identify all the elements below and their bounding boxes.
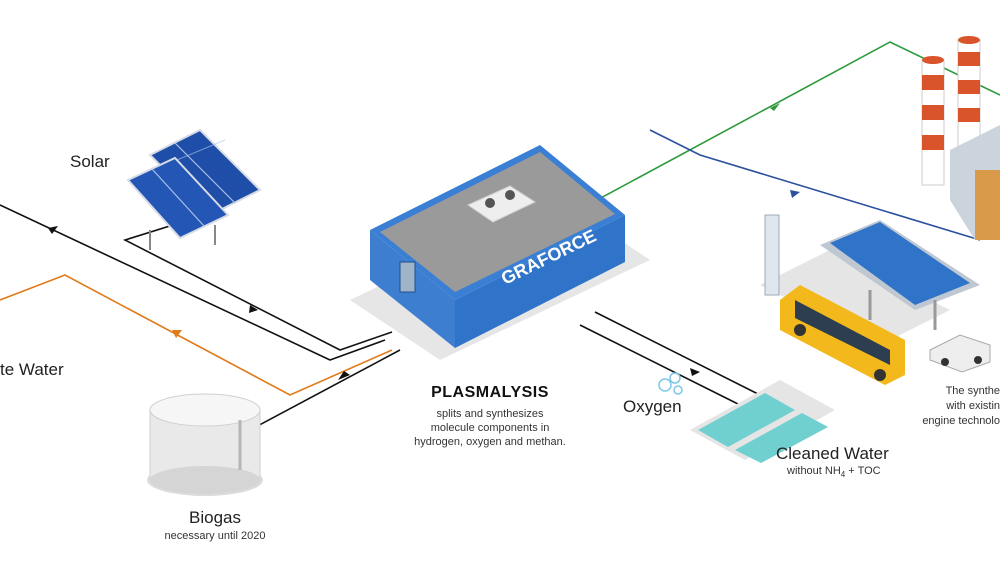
cleaned-water-basin <box>690 380 835 463</box>
cleaned-water-note-prefix: without NH <box>787 465 841 477</box>
biogas-arrow <box>338 371 350 380</box>
oxygen-bubbles-icon <box>658 372 683 395</box>
solar-flow-line <box>0 204 386 361</box>
biogas-line <box>249 349 401 431</box>
solar-panels <box>126 128 262 250</box>
biogas-label: Biogas <box>189 508 241 527</box>
bus <box>780 285 905 385</box>
gas-station <box>760 214 980 345</box>
water-arrow <box>690 368 700 376</box>
plasmalysis-desc-2: molecule components in <box>430 422 550 434</box>
cleaned-water-note: without NH4 + TOC <box>787 465 881 479</box>
plasmalysis-title: PLASMALYSIS <box>431 384 549 401</box>
waste-water-label: te Water <box>0 360 64 379</box>
plasmalysis-desc-1: splits and synthesizes <box>436 408 544 420</box>
solar-panel-arrow <box>249 305 258 313</box>
right-text-1: The synthe <box>945 385 1000 397</box>
waste-water-arrow <box>172 330 182 338</box>
oxygen-label: Oxygen <box>623 397 682 416</box>
water-line-2 <box>579 324 741 406</box>
methane-line-blue <box>649 129 981 241</box>
solar-label: Solar <box>70 152 110 171</box>
cleaned-water-note-suffix: + TOC <box>845 465 881 477</box>
car <box>929 334 991 373</box>
blue-arrow <box>790 190 800 198</box>
cleaned-water-label: Cleaned Water <box>776 444 889 463</box>
right-text-2: with existin <box>946 400 1000 412</box>
plasmalysis-desc-3: hydrogen, oxygen and methan. <box>414 436 566 448</box>
green-arrow <box>770 103 780 111</box>
biogas-tank <box>147 393 263 496</box>
power-plant <box>921 36 1000 240</box>
cleaned-water-note-sub: 4 <box>840 470 846 480</box>
solar-flow-arrow <box>48 226 58 234</box>
plasmalysis-building: GRAFORCE <box>350 145 650 360</box>
biogas-note: necessary until 2020 <box>164 530 266 542</box>
right-text-3: engine technolo <box>922 415 1000 427</box>
solar-panel-line <box>122 214 393 351</box>
building-side <box>455 215 625 348</box>
water-line-1 <box>594 311 761 396</box>
flow-lines <box>0 41 1000 431</box>
